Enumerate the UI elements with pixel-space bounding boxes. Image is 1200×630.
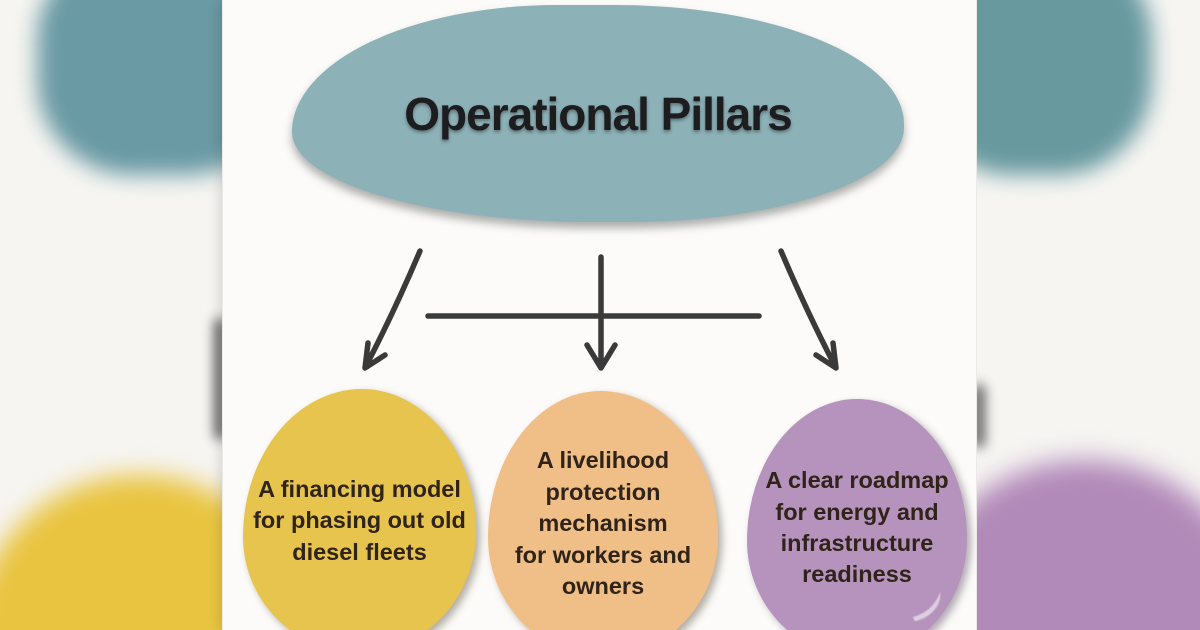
blurred-teal-blob	[977, 0, 1152, 175]
pillar-roadmap-label: A clear roadmap for energy and infrastru…	[765, 467, 949, 588]
connector-arrows	[362, 248, 839, 371]
blurred-arrow-smudge	[214, 318, 222, 440]
pillar-ellipse-financing: A financing model for phasing out old di…	[243, 389, 476, 630]
arrow-group	[362, 248, 839, 371]
pillar-ellipse-roadmap: A clear roadmap for energy and infrastru…	[747, 399, 967, 630]
blurred-arrow-smudge	[977, 384, 985, 448]
pillar-ellipse-livelihood: A livelihood protection mechanism for wo…	[488, 391, 718, 630]
pillar-financing-label: A financing model for phasing out old di…	[253, 475, 466, 565]
arrow-right-icon	[778, 248, 839, 371]
blurred-teal-blob	[37, 0, 222, 175]
arrow-left-icon	[362, 248, 423, 371]
page-title: Operational Pillars	[404, 87, 792, 140]
blurred-purple-blob	[977, 460, 1200, 630]
blurred-yellow-blob	[0, 475, 222, 630]
right-blur-panel	[977, 0, 1200, 630]
header-pill: Operational Pillars	[292, 5, 904, 222]
diagram-canvas: Operational Pillars A financing model fo…	[222, 0, 977, 630]
swoosh-watermark-icon	[912, 591, 941, 622]
arrow-center-icon	[584, 254, 618, 371]
pillar-livelihood-label: A livelihood protection mechanism for wo…	[514, 447, 692, 600]
left-blur-panel	[0, 0, 222, 630]
